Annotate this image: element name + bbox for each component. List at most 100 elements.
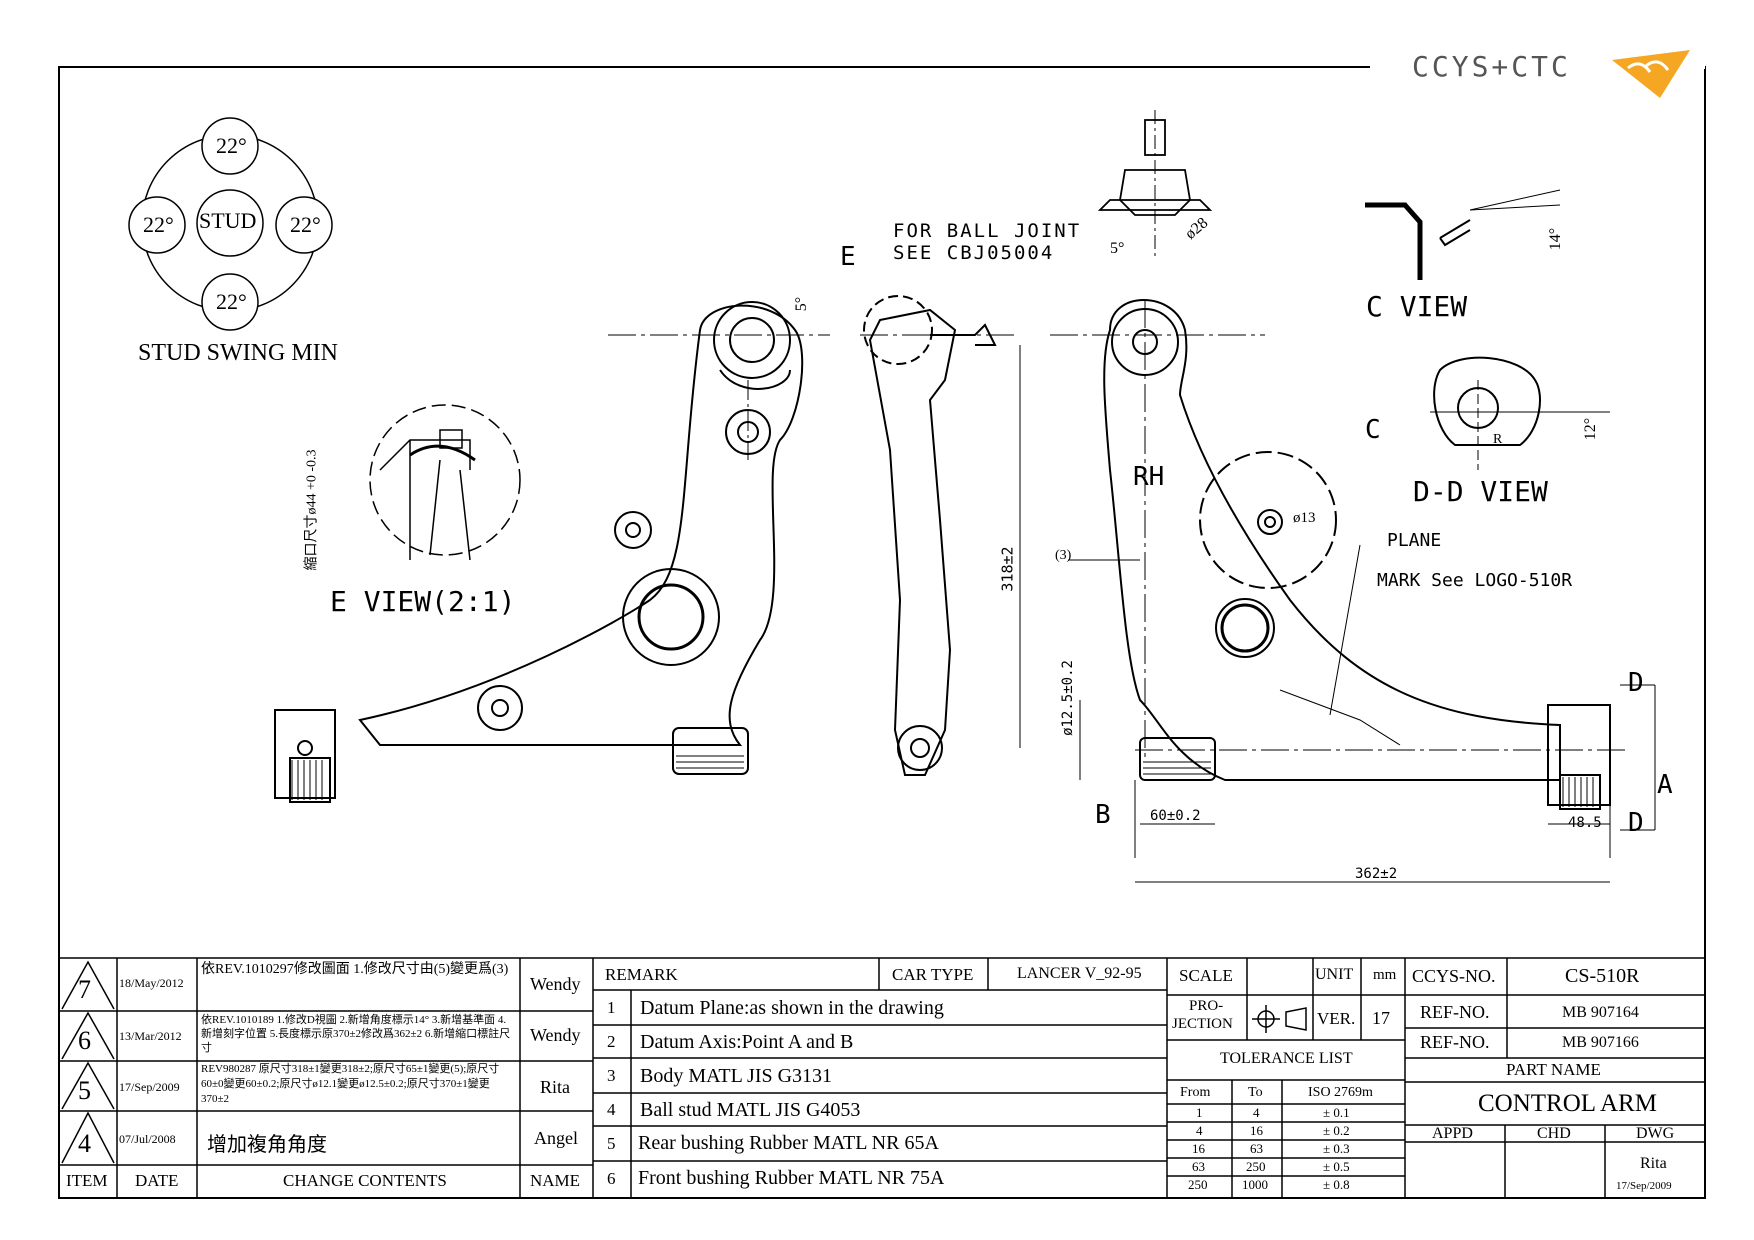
- tol-from-4: 63: [1192, 1159, 1205, 1174]
- chd-label: CHD: [1537, 1125, 1571, 1142]
- rev-name-5: Rita: [540, 1077, 570, 1097]
- dim-3: (3): [1055, 548, 1072, 563]
- revision-triangles: [61, 960, 115, 1164]
- dd-view-title: D-D VIEW: [1413, 475, 1548, 508]
- remark-text-3: Body MATL JIS G3131: [640, 1065, 833, 1087]
- title-block-grid: [58, 957, 1706, 1199]
- rev-date-5: 17/Sep/2009: [119, 1080, 180, 1094]
- rev-date-4: 07/Jul/2008: [119, 1132, 176, 1146]
- ball-joint-angle: 5°: [1110, 240, 1125, 257]
- ref-no-value-2: MB 907166: [1562, 1034, 1639, 1051]
- tol-val-1: ± 0.1: [1323, 1105, 1350, 1120]
- dwg-label: DWG: [1636, 1125, 1675, 1142]
- remark-text-2: Datum Axis:Point A and B: [640, 1031, 854, 1053]
- remark-no-5: 5: [607, 1134, 616, 1153]
- stud-swing-center: STUD: [199, 208, 257, 233]
- dd-view-detail: [1430, 356, 1610, 470]
- projection-label-2: JECTION: [1172, 1016, 1233, 1032]
- rev-contents-7: 依REV.1010297修改圖面 1.修改尺寸由(5)變更爲(3): [201, 962, 509, 977]
- control-arm-top-view: [274, 301, 830, 803]
- tol-from-1: 1: [1196, 1105, 1203, 1120]
- header-date: DATE: [135, 1171, 179, 1190]
- rev-date-7: 18/May/2012: [119, 976, 184, 990]
- e-view-rotated-label: 縮口尺寸ø44 +0 -0.3: [304, 449, 320, 571]
- dwg-date: 17/Sep/2009: [1616, 1180, 1672, 1192]
- ver-label: VER.: [1317, 1009, 1356, 1028]
- stud-swing-caption: STUD SWING MIN: [138, 340, 338, 366]
- e-view-detail: [369, 404, 521, 561]
- rev-contents-6: 依REV.1010189 1.修改D視圖 2.新增角度標示14° 3.新增基準面…: [201, 1014, 511, 1054]
- rev-item-6: 6: [78, 1026, 91, 1055]
- tol-to-1: 4: [1253, 1105, 1260, 1120]
- ccys-no-label: CCYS-NO.: [1412, 966, 1496, 986]
- hole-dia: ø13: [1293, 510, 1316, 526]
- dd-r-label: R: [1493, 432, 1503, 447]
- label-b: B: [1095, 800, 1111, 830]
- e-view-title: E VIEW(2:1): [330, 585, 516, 618]
- tol-from-2: 4: [1196, 1123, 1203, 1138]
- c-view-angle: 14°: [1547, 227, 1565, 251]
- rev-name-4: Angel: [534, 1128, 578, 1148]
- dim-60: 60±0.2: [1150, 808, 1201, 824]
- remark-no-2: 2: [607, 1032, 616, 1051]
- dd-angle: 12°: [1582, 417, 1600, 441]
- logo-mark: [1612, 50, 1690, 98]
- header-name: NAME: [530, 1171, 581, 1190]
- ccys-no-value: CS-510R: [1565, 965, 1640, 987]
- rev-name-6: Wendy: [530, 1025, 581, 1045]
- rev-item-7: 7: [78, 975, 91, 1004]
- label-d-top: D: [1628, 668, 1644, 698]
- car-type-label: CAR TYPE: [892, 965, 974, 984]
- label-d-bottom: D: [1628, 808, 1644, 838]
- remark-no-4: 4: [607, 1100, 616, 1119]
- tolerance-title: TOLERANCE LIST: [1220, 1050, 1353, 1067]
- dimension-lines: [1019, 345, 1656, 883]
- rev-date-6: 13/Mar/2012: [119, 1029, 182, 1043]
- remark-text-1: Datum Plane:as shown in the drawing: [640, 997, 944, 1019]
- tol-val-4: ± 0.5: [1323, 1159, 1350, 1174]
- tol-header-iso: ISO 2769m: [1308, 1085, 1373, 1100]
- ref-no-label-2: REF-NO.: [1420, 1032, 1490, 1052]
- remark-text-6: Front bushing Rubber MATL NR 75A: [638, 1167, 945, 1189]
- stud-swing-diagram: [128, 117, 333, 331]
- rev-item-5: 5: [78, 1076, 91, 1105]
- stud-swing-top-angle: 22°: [216, 133, 247, 158]
- rev-item-4: 4: [78, 1129, 91, 1158]
- tol-to-2: 16: [1250, 1123, 1263, 1138]
- tol-to-4: 250: [1246, 1159, 1266, 1174]
- label-a: A: [1657, 770, 1673, 800]
- remark-no-6: 6: [607, 1169, 616, 1188]
- mark-label: MARK See LOGO-510R: [1377, 570, 1573, 591]
- company-logo: CCYS+CTC: [1412, 50, 1571, 83]
- c-view-title: C VIEW: [1366, 290, 1468, 323]
- dim-12-5: ø12.5±0.2: [1059, 660, 1076, 736]
- remark-text-5: Rear bushing Rubber MATL NR 65A: [638, 1132, 939, 1154]
- unit-value: mm: [1373, 967, 1397, 983]
- rev-contents-4: 增加複角角度: [207, 1134, 327, 1156]
- unit-label: UNIT: [1315, 966, 1354, 983]
- ball-joint-detail: [1097, 110, 1213, 260]
- remark-text-4: Ball stud MATL JIS G4053: [640, 1099, 861, 1121]
- rev-name-7: Wendy: [530, 974, 581, 994]
- tol-header-to: To: [1248, 1085, 1263, 1100]
- control-arm-rh-view: [1050, 299, 1630, 810]
- c-view-detail: [1365, 189, 1561, 280]
- dim-318: 318±2: [998, 546, 1017, 592]
- control-arm-side-view: [860, 295, 1015, 776]
- remark-label: REMARK: [605, 965, 678, 984]
- stud-swing-right-angle: 22°: [290, 212, 321, 237]
- dwg-name: Rita: [1640, 1155, 1667, 1172]
- remark-no-3: 3: [607, 1066, 616, 1085]
- label-c: C: [1365, 415, 1381, 445]
- scale-label: SCALE: [1179, 966, 1233, 985]
- ball-joint-note-1: FOR BALL JOINT: [893, 220, 1082, 242]
- tol-header-from: From: [1180, 1085, 1211, 1100]
- dim-48-5: 48.5: [1568, 815, 1602, 831]
- tol-from-5: 250: [1188, 1177, 1208, 1192]
- header-change-contents: CHANGE CONTENTS: [283, 1171, 447, 1190]
- ver-value: 17: [1372, 1008, 1390, 1028]
- tol-val-3: ± 0.3: [1323, 1141, 1350, 1156]
- plane-label: PLANE: [1387, 530, 1442, 551]
- header-item: ITEM: [66, 1171, 108, 1190]
